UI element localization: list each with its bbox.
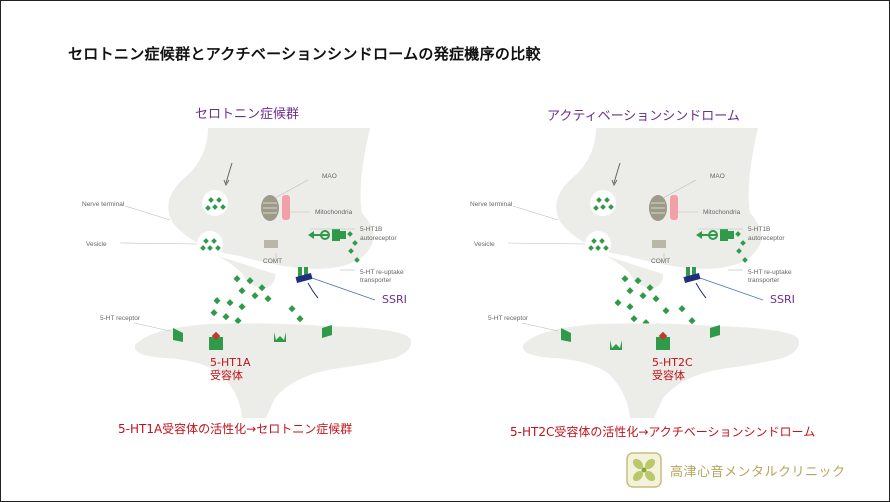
label-mao: MAO xyxy=(710,173,725,180)
left-ssri-label: SSRI xyxy=(382,293,407,306)
label-reuptake-line1: 5-HT re-uptake xyxy=(748,269,792,276)
vesicle xyxy=(590,190,616,216)
reuptake-transporter xyxy=(295,267,313,283)
left-caption: 5-HT1A受容体の活性化→セロトニン症候群 xyxy=(118,422,353,436)
postsynaptic-membrane xyxy=(134,323,411,418)
vesicle xyxy=(202,190,228,216)
label-mitochondria: Mitochondria xyxy=(703,209,741,216)
label-vesicle: Vesicle xyxy=(474,241,495,248)
right-receptor-name-line1: 5-HT2C xyxy=(652,356,693,369)
label-reuptake-line1: 5-HT re-uptake xyxy=(360,269,404,276)
right-panel-title: アクティベーションシンドローム xyxy=(547,109,740,124)
comt-enzyme xyxy=(264,240,278,248)
label-autoreceptor-line1: 5-HT1B xyxy=(360,226,382,233)
right-receptor-name: 5-HT2C 受容体 xyxy=(652,356,693,382)
left-receptor-name-line2: 受容体 xyxy=(210,369,243,383)
postsynaptic-receptor xyxy=(173,325,332,342)
left-panel-title: セロトニン症候群 xyxy=(195,107,300,122)
activated-receptor xyxy=(209,331,223,350)
label-autoreceptor-line2: autoreceptor xyxy=(360,235,397,242)
left-receptor-name: 5-HT1A 受容体 xyxy=(210,356,250,382)
clinic-name: 高津心音メンタルクリニック xyxy=(670,464,846,480)
label-autoreceptor-line2: autoreceptor xyxy=(748,235,785,242)
autoreceptor xyxy=(696,229,734,241)
slide-title: セロトニン症候群とアクチベーションシンドロームの発症機序の比較 xyxy=(68,45,541,63)
postsynaptic-membrane xyxy=(522,323,799,418)
label-receptor: 5-HT receptor xyxy=(488,315,529,322)
label-autoreceptor-line1: 5-HT1B xyxy=(748,226,770,233)
label-mitochondria: Mitochondria xyxy=(315,209,353,216)
clinic-logo: 高津心音メンタルクリニック xyxy=(626,452,846,488)
clover-logo-icon xyxy=(626,452,662,488)
right-ssri-label: SSRI xyxy=(770,293,795,306)
vesicle xyxy=(197,231,223,257)
postsynaptic-receptor xyxy=(561,325,720,350)
label-mao: MAO xyxy=(322,173,337,180)
label-vesicle: Vesicle xyxy=(86,241,107,248)
mao-enzyme xyxy=(670,195,678,220)
right-receptor-name-line2: 受容体 xyxy=(652,369,685,383)
label-reuptake-line2: transporter xyxy=(748,277,780,284)
reuptake-transporter xyxy=(683,267,701,283)
label-comt: COMT xyxy=(263,258,282,265)
right-synapse-diagram: Nerve terminal Vesicle MAO Mitochondria … xyxy=(470,128,799,418)
left-receptor-name-line1: 5-HT1A xyxy=(210,356,251,369)
mao-enzyme xyxy=(282,195,290,220)
label-reuptake-line2: transporter xyxy=(360,277,392,284)
label-comt: COMT xyxy=(651,258,670,265)
vesicle xyxy=(585,231,611,257)
label-nerve-terminal: Nerve terminal xyxy=(82,201,125,208)
autoreceptor xyxy=(308,229,346,241)
label-nerve-terminal: Nerve terminal xyxy=(470,201,513,208)
right-caption: 5-HT2C受容体の活性化→アクチベーションシンドローム xyxy=(510,425,816,439)
comt-enzyme xyxy=(652,240,666,248)
activated-receptor xyxy=(656,331,670,350)
label-receptor: 5-HT receptor xyxy=(100,315,141,322)
left-synapse-diagram: Nerve terminal Vesicle MAO Mitochondria … xyxy=(82,128,411,418)
